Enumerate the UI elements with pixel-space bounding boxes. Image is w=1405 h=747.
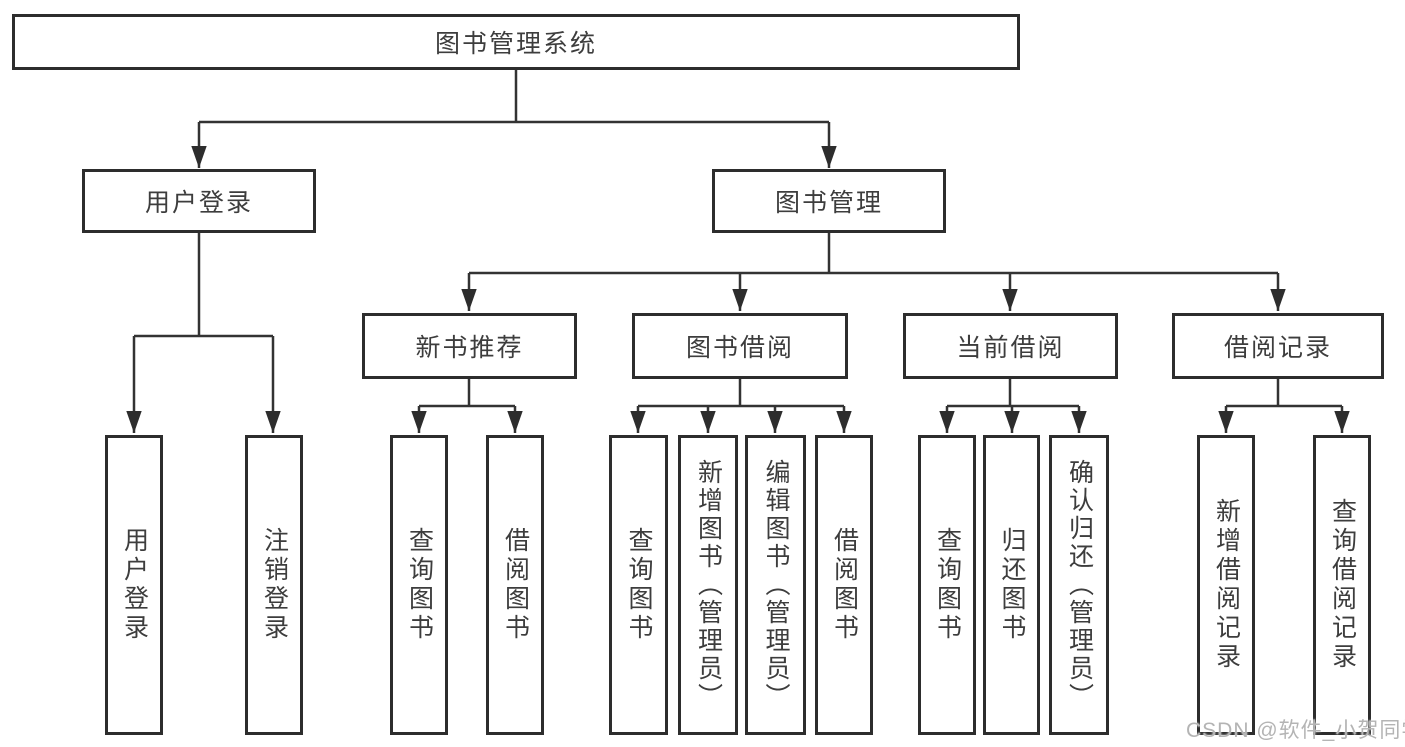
node-book-mgmt: 图书管理 [712, 169, 946, 233]
node-records: 借阅记录 [1172, 313, 1384, 379]
leaf-borrowing-edit: 编辑图书（管理员） [745, 435, 806, 735]
leaf-logout: 注销登录 [245, 435, 303, 735]
leaf-current-return: 归还图书 [983, 435, 1040, 735]
leaf-new-books-search: 查询图书 [390, 435, 448, 735]
leaf-borrowing-add: 新增图书（管理员） [678, 435, 738, 735]
leaf-records-search: 查询借阅记录 [1313, 435, 1371, 735]
node-new-books: 新书推荐 [362, 313, 577, 379]
leaf-records-add: 新增借阅记录 [1197, 435, 1255, 735]
leaf-borrowing-search: 查询图书 [609, 435, 668, 735]
node-user-login: 用户登录 [82, 169, 316, 233]
leaf-current-search: 查询图书 [918, 435, 976, 735]
leaf-new-books-borrow: 借阅图书 [486, 435, 544, 735]
leaf-borrowing-borrow: 借阅图书 [815, 435, 873, 735]
node-borrowing: 图书借阅 [632, 313, 848, 379]
node-root: 图书管理系统 [12, 14, 1020, 70]
leaf-current-confirm-return: 确认归还（管理员） [1049, 435, 1109, 735]
node-current: 当前借阅 [903, 313, 1118, 379]
csdn-watermark: CSDN @软件_小贺同学 [1186, 719, 1405, 742]
leaf-user-login: 用户登录 [105, 435, 163, 735]
